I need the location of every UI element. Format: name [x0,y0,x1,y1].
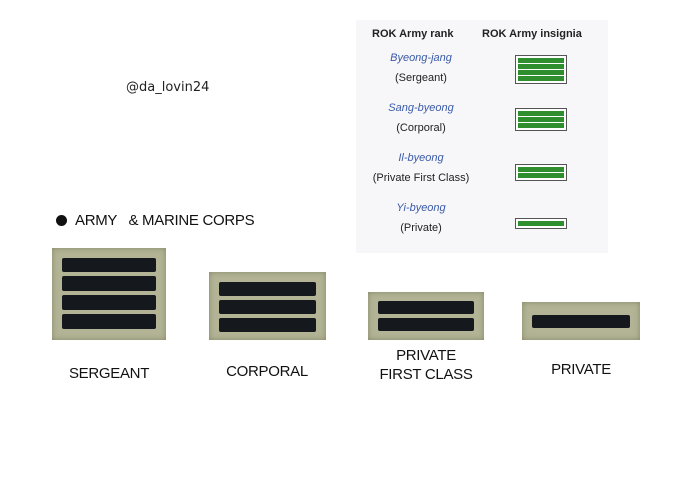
sergeant-label: SERGEANT [50,364,168,383]
rank-row-private-first-class: Il-byeong (Private First Class) [356,152,608,202]
private-patch-icon [522,302,640,340]
section-heading-text: ARMY & MARINE CORPS [75,212,255,229]
rank-header: ROK Army rank [372,28,454,40]
watermark-text: @da_lovin24 [126,80,210,95]
rank-row-corporal: Sang-byeong (Corporal) [356,102,608,152]
corporal-patch-icon [209,272,326,340]
rank-row-private: Yi-byeong (Private) [356,202,608,252]
private-insignia-icon [515,218,567,229]
patch-label-line1: SERGEANT [68,365,150,382]
private-first-class-insignia-icon [515,164,567,181]
sergeant-patch-icon [52,248,166,340]
rank-korean-name: Sang-byeong [388,102,454,114]
bullet-icon [56,215,67,226]
insignia-header: ROK Army insignia [482,28,582,40]
private-first-class-patch-icon [368,292,484,340]
patch-label-line2: FIRST CLASS [379,366,473,383]
rank-english-name: (Private) [400,222,442,234]
rank-row-sergeant: Byeong-jang (Sergeant) [356,52,608,102]
private-label: PRIVATE [520,360,642,379]
rank-english-name: (Sergeant) [395,72,447,84]
rank-table: ROK Army rank ROK Army insignia Byeong-j… [356,20,608,253]
patch-label-line1: PRIVATE [396,347,456,364]
rank-english-name: (Private First Class) [372,172,470,184]
private-first-class-label: PRIVATE FIRST CLASS [362,346,490,384]
corporal-label: CORPORAL [205,362,329,381]
patch-label-line1: CORPORAL [226,363,308,380]
rank-korean-name: Byeong-jang [390,52,452,64]
rank-korean-name: Il-byeong [398,152,444,164]
section-heading: ARMY & MARINE CORPS [56,212,255,229]
rank-english-name: (Corporal) [396,122,446,134]
corporal-insignia-icon [515,108,567,131]
patch-label-line1: PRIVATE [551,361,611,378]
rank-korean-name: Yi-byeong [396,202,446,214]
sergeant-insignia-icon [515,55,567,84]
